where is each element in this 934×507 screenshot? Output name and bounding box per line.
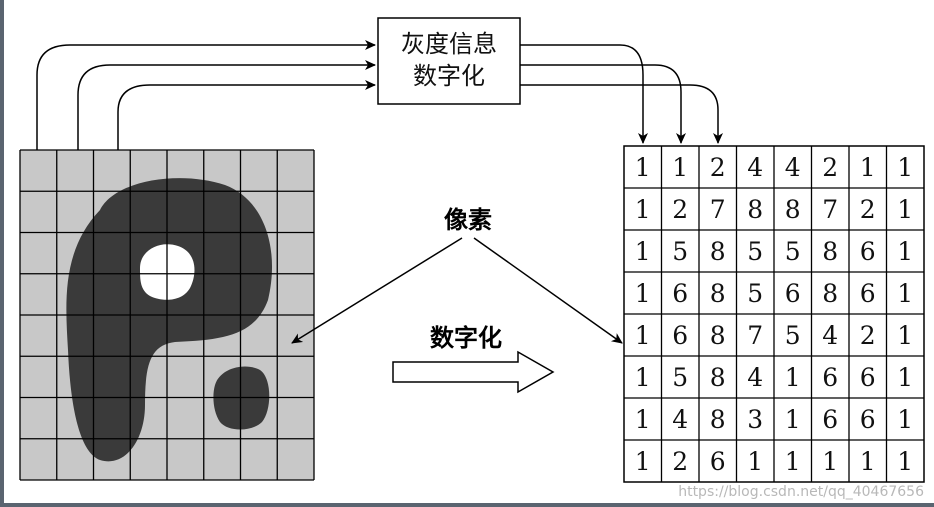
matrix-cell-value: 6	[710, 447, 726, 476]
gray-info-box-line2: 数字化	[413, 62, 485, 90]
matrix-cell-value: 8	[710, 363, 726, 392]
matrix-cell-value: 6	[785, 279, 801, 308]
input-arrow-1	[36, 40, 376, 150]
matrix-cell-value: 6	[672, 279, 688, 308]
matrix-cell-value: 1	[897, 447, 913, 476]
matrix-cell-value: 4	[747, 363, 763, 392]
matrix-cell-value: 6	[860, 405, 876, 434]
matrix-cell-value: 8	[710, 321, 726, 350]
matrix-cell-value: 1	[747, 447, 763, 476]
digitize-label: 数字化	[430, 323, 502, 352]
matrix-cell-value: 1	[860, 153, 876, 182]
pixel-image	[19, 149, 315, 481]
matrix-cell-value: 1	[860, 447, 876, 476]
gray-info-box-line1: 灰度信息	[401, 30, 497, 58]
matrix-cell-value: 8	[710, 279, 726, 308]
matrix-cell-value: 6	[860, 363, 876, 392]
matrix-cell-value: 1	[897, 321, 913, 350]
matrix-cell-value: 5	[747, 237, 763, 266]
matrix-cell-value: 1	[635, 321, 651, 350]
matrix-cell-value: 8	[710, 237, 726, 266]
matrix-cell-value: 7	[822, 195, 838, 224]
matrix-cell-value: 2	[672, 447, 688, 476]
matrix-cell-value: 1	[897, 237, 913, 266]
matrix-cell-value: 1	[635, 405, 651, 434]
matrix-cell-value: 8	[747, 195, 763, 224]
matrix-cell-value: 8	[822, 237, 838, 266]
pixel-pointer-left	[291, 237, 463, 344]
matrix-cell-value: 6	[822, 405, 838, 434]
matrix-cell-value: 1	[635, 237, 651, 266]
watermark: https://blog.csdn.net/qq_40467656	[678, 484, 924, 500]
input-arrow-3	[117, 80, 376, 150]
matrix-cell-value: 4	[672, 405, 688, 434]
matrix-cell-value: 5	[785, 237, 801, 266]
matrix-cell-value: 1	[785, 447, 801, 476]
matrix-cell-value: 5	[672, 363, 688, 392]
matrix-cell-value: 1	[785, 363, 801, 392]
matrix-cell-value: 1	[635, 279, 651, 308]
matrix-cell-value: 5	[747, 279, 763, 308]
matrix-cell-value: 1	[635, 447, 651, 476]
pixel-pointer-right	[473, 237, 623, 344]
matrix-cell-value: 6	[822, 363, 838, 392]
matrix-cell-value: 5	[672, 237, 688, 266]
matrix-cell-value: 1	[635, 153, 651, 182]
gray-info-box: 灰度信息 数字化	[377, 17, 521, 105]
matrix-cell-value: 1	[897, 405, 913, 434]
output-arrow-1	[520, 44, 648, 144]
matrix-cell-value: 8	[785, 195, 801, 224]
matrix-cell-value: 1	[897, 279, 913, 308]
matrix-cell-value: 4	[785, 153, 801, 182]
matrix-cell-value: 1	[672, 153, 688, 182]
matrix-cell-value: 1	[785, 405, 801, 434]
digitize-arrow	[392, 350, 555, 394]
pixel-grid-lines	[19, 149, 315, 481]
matrix-cell-value: 1	[635, 195, 651, 224]
matrix-cell-value: 2	[672, 195, 688, 224]
output-arrow-2	[520, 64, 686, 144]
output-arrows	[520, 44, 723, 144]
input-arrows	[36, 40, 376, 150]
matrix-grid-lines	[624, 146, 924, 482]
matrix-cell-value: 1	[822, 447, 838, 476]
output-arrow-3	[520, 84, 723, 144]
matrix-cell-value: 2	[860, 195, 876, 224]
matrix-cell-value: 2	[860, 321, 876, 350]
matrix-cell-value: 1	[897, 363, 913, 392]
frame-bottom-edge	[0, 503, 934, 507]
matrix-cell-value: 6	[672, 321, 688, 350]
pixel-label: 像素	[444, 205, 492, 234]
matrix-cell-value: 7	[747, 321, 763, 350]
matrix-cell-value: 7	[710, 195, 726, 224]
matrix-cell-value: 1	[897, 195, 913, 224]
matrix-cell-value: 6	[860, 237, 876, 266]
matrix-cell-value: 1	[635, 363, 651, 392]
matrix-cell-value: 5	[785, 321, 801, 350]
matrix-cell-value: 4	[747, 153, 763, 182]
matrix-cell-value: 1	[897, 153, 913, 182]
input-arrow-2	[77, 60, 376, 150]
matrix-cell-value: 6	[860, 279, 876, 308]
gray-info-box-frame	[377, 17, 521, 105]
matrix-cell-value: 8	[822, 279, 838, 308]
matrix-cell-value: 2	[822, 153, 838, 182]
frame-left-edge	[0, 0, 4, 507]
dark-blob-shape	[66, 178, 273, 462]
matrix-cell-value: 3	[747, 405, 763, 434]
matrix-cell-value: 4	[822, 321, 838, 350]
matrix-cell-value: 8	[710, 405, 726, 434]
matrix-cell-value: 2	[710, 153, 726, 182]
